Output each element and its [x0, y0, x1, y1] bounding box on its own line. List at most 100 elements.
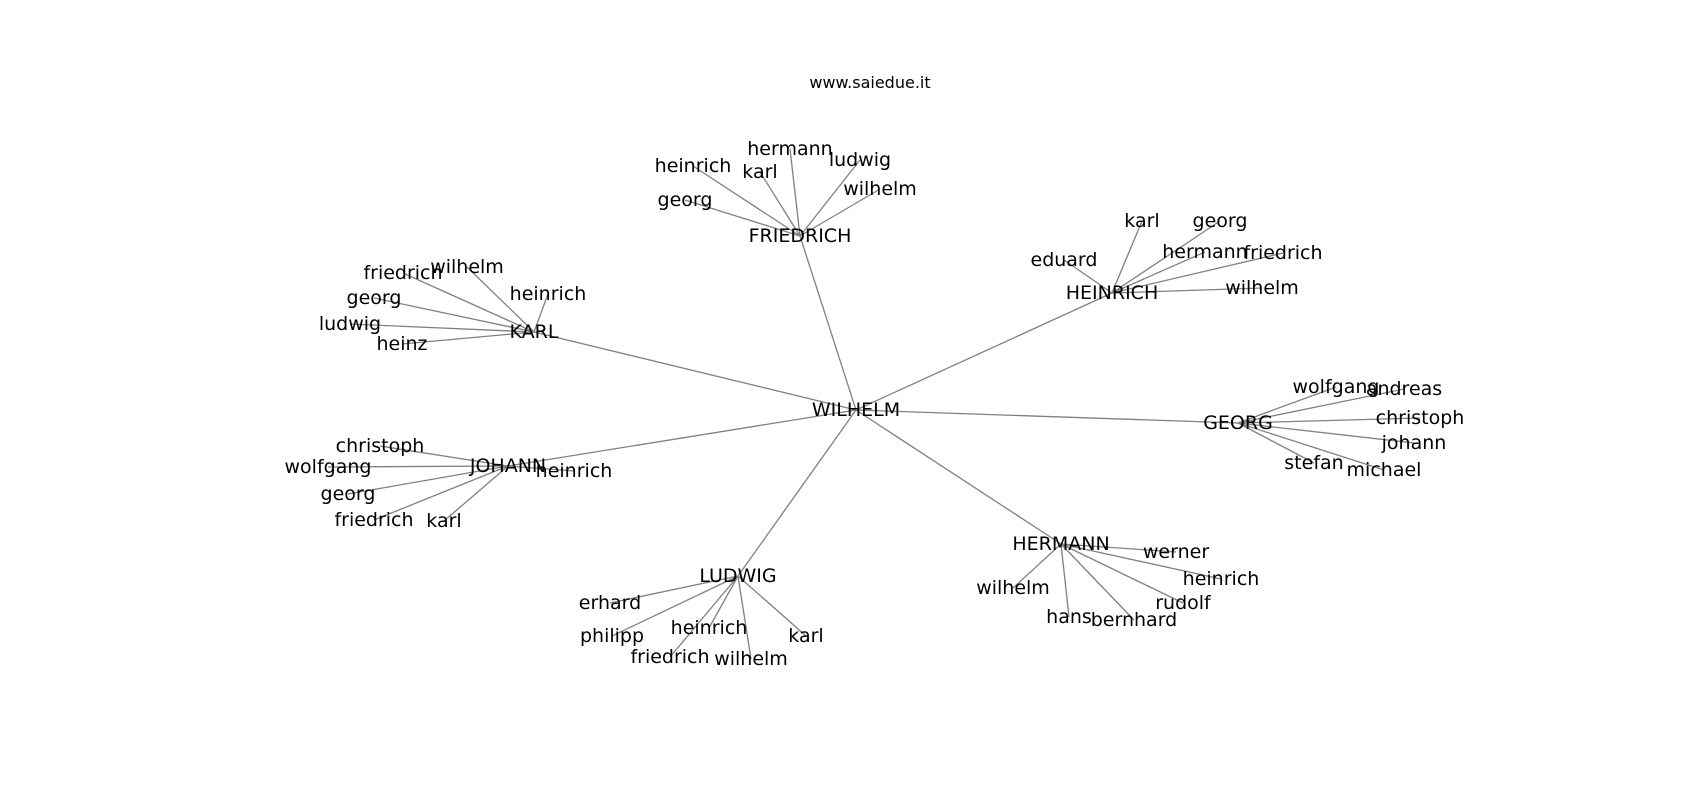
leaf-node-ludwig-philipp: philipp: [580, 625, 644, 647]
edge-hermann-rudolf: [1060, 543, 1184, 604]
edge-ludwig-philipp: [611, 575, 739, 637]
edge-hermann-hans: [1060, 543, 1070, 618]
leaf-node-friedrich-heinrich: heinrich: [655, 155, 732, 177]
hub-node-georg: GEORG: [1203, 412, 1273, 434]
hub-node-karl: KARL: [510, 321, 559, 343]
edge-root-hermann: [855, 409, 1062, 545]
leaf-node-hermann-heinrich: heinrich: [1183, 568, 1260, 590]
edge-root-karl: [533, 331, 857, 411]
leaf-node-friedrich-wilhelm: wilhelm: [843, 178, 917, 200]
leaf-node-karl-heinz: heinz: [376, 333, 427, 355]
leaf-node-hermann-werner: werner: [1143, 541, 1209, 563]
labels-layer: wilhelmfriedrichheinrichgeorgludwigheinz…: [285, 138, 1465, 670]
credit-text: www.saiedue.it: [809, 73, 930, 92]
leaf-node-ludwig-heinrich: heinrich: [671, 617, 748, 639]
leaf-node-friedrich-georg: georg: [658, 189, 713, 211]
edge-hermann-heinrich: [1060, 543, 1222, 580]
hub-node-ludwig: LUDWIG: [699, 565, 776, 587]
hub-node-friedrich: FRIEDRICH: [749, 225, 852, 247]
leaf-node-georg-michael: michael: [1347, 459, 1422, 481]
edge-georg-christoph: [1237, 417, 1421, 424]
leaf-node-hermann-bernhard: bernhard: [1091, 609, 1178, 631]
edge-ludwig-wilhelm: [737, 575, 752, 660]
edge-karl-heinrich: [533, 293, 549, 333]
leaf-node-karl-ludwig: ludwig: [319, 313, 381, 335]
leaf-node-heinrich-wilhelm: wilhelm: [1225, 277, 1299, 299]
edge-georg-michael: [1237, 422, 1385, 471]
leaf-node-friedrich-ludwig: ludwig: [829, 149, 891, 171]
edge-karl-ludwig: [349, 323, 535, 333]
leaf-node-hermann-wilhelm: wilhelm: [976, 577, 1050, 599]
edge-karl-heinz: [401, 331, 535, 345]
edge-johann-wolfgang: [327, 465, 509, 468]
leaf-node-johann-friedrich: friedrich: [334, 509, 413, 531]
hub-node-heinrich: HEINRICH: [1066, 282, 1158, 304]
leaf-node-karl-heinrich: heinrich: [510, 283, 587, 305]
edge-heinrich-eduard: [1063, 259, 1113, 294]
edge-johann-georg: [347, 465, 509, 495]
edge-johann-friedrich: [373, 465, 509, 521]
leaf-node-johann-wolfgang: wolfgang: [285, 456, 372, 478]
edge-ludwig-friedrich: [669, 575, 739, 658]
edge-root-friedrich: [799, 235, 857, 411]
edge-root-ludwig: [737, 409, 857, 577]
edge-karl-friedrich: [402, 272, 535, 333]
leaf-node-heinrich-friedrich: friedrich: [1243, 242, 1322, 264]
edge-hermann-werner: [1060, 543, 1177, 553]
edge-friedrich-karl: [759, 171, 801, 237]
edge-johann-heinrich: [507, 465, 575, 472]
leaf-node-ludwig-friedrich: friedrich: [630, 646, 709, 668]
edge-friedrich-hermann: [789, 148, 801, 237]
leaf-node-heinrich-eduard: eduard: [1031, 249, 1098, 271]
edge-friedrich-wilhelm: [799, 188, 881, 237]
edge-friedrich-heinrich: [692, 165, 801, 237]
edge-johann-christoph: [379, 445, 509, 467]
edge-georg-stefan: [1237, 422, 1315, 464]
root-node: WILHELM: [812, 399, 900, 421]
leaf-node-karl-wilhelm: wilhelm: [430, 256, 504, 278]
hub-node-johann: JOHANN: [469, 455, 546, 477]
leaf-node-johann-georg: georg: [321, 483, 376, 505]
leaf-node-heinrich-georg: georg: [1193, 210, 1248, 232]
edge-karl-wilhelm: [466, 266, 535, 333]
leaf-node-georg-wolfgang: wolfgang: [1293, 376, 1380, 398]
edge-georg-wolfgang: [1237, 386, 1337, 424]
edges-layer: [327, 148, 1421, 660]
leaf-node-ludwig-wilhelm: wilhelm: [714, 648, 788, 670]
edge-friedrich-georg: [684, 199, 801, 237]
edge-heinrich-georg: [1111, 220, 1221, 294]
leaf-node-ludwig-karl: karl: [788, 625, 823, 647]
edge-heinrich-wilhelm: [1111, 287, 1263, 294]
leaf-node-heinrich-hermann: hermann: [1162, 241, 1247, 263]
leaf-node-johann-karl: karl: [426, 510, 461, 532]
edge-ludwig-karl: [737, 575, 807, 637]
leaf-node-ludwig-erhard: erhard: [579, 592, 641, 614]
leaf-node-hermann-rudolf: rudolf: [1155, 592, 1212, 614]
edge-root-heinrich: [855, 292, 1113, 411]
edge-heinrich-hermann: [1111, 251, 1206, 294]
leaf-node-heinrich-karl: karl: [1124, 210, 1159, 232]
leaf-node-friedrich-karl: karl: [742, 161, 777, 183]
leaf-node-georg-johann: johann: [1381, 432, 1447, 454]
leaf-node-georg-christoph: christoph: [1376, 407, 1465, 429]
hub-node-hermann: HERMANN: [1012, 533, 1109, 555]
leaf-node-johann-heinrich: heinrich: [536, 460, 613, 482]
edge-heinrich-friedrich: [1111, 252, 1284, 294]
edge-karl-georg: [373, 297, 535, 333]
edge-georg-johann: [1237, 422, 1415, 444]
edge-root-georg: [855, 409, 1239, 424]
edge-ludwig-heinrich: [708, 575, 739, 629]
edge-friedrich-ludwig: [799, 159, 861, 237]
leaf-node-karl-friedrich: friedrich: [363, 262, 442, 284]
edge-hermann-wilhelm: [1012, 543, 1062, 589]
edge-heinrich-karl: [1111, 220, 1143, 294]
edge-root-johann: [507, 409, 857, 467]
edge-georg-andreas: [1237, 388, 1405, 424]
leaf-node-johann-christoph: christoph: [336, 435, 425, 457]
leaf-node-georg-andreas: andreas: [1366, 378, 1442, 400]
leaf-node-karl-georg: georg: [347, 287, 402, 309]
edge-johann-karl: [443, 465, 509, 522]
leaf-node-friedrich-hermann: hermann: [747, 138, 832, 160]
